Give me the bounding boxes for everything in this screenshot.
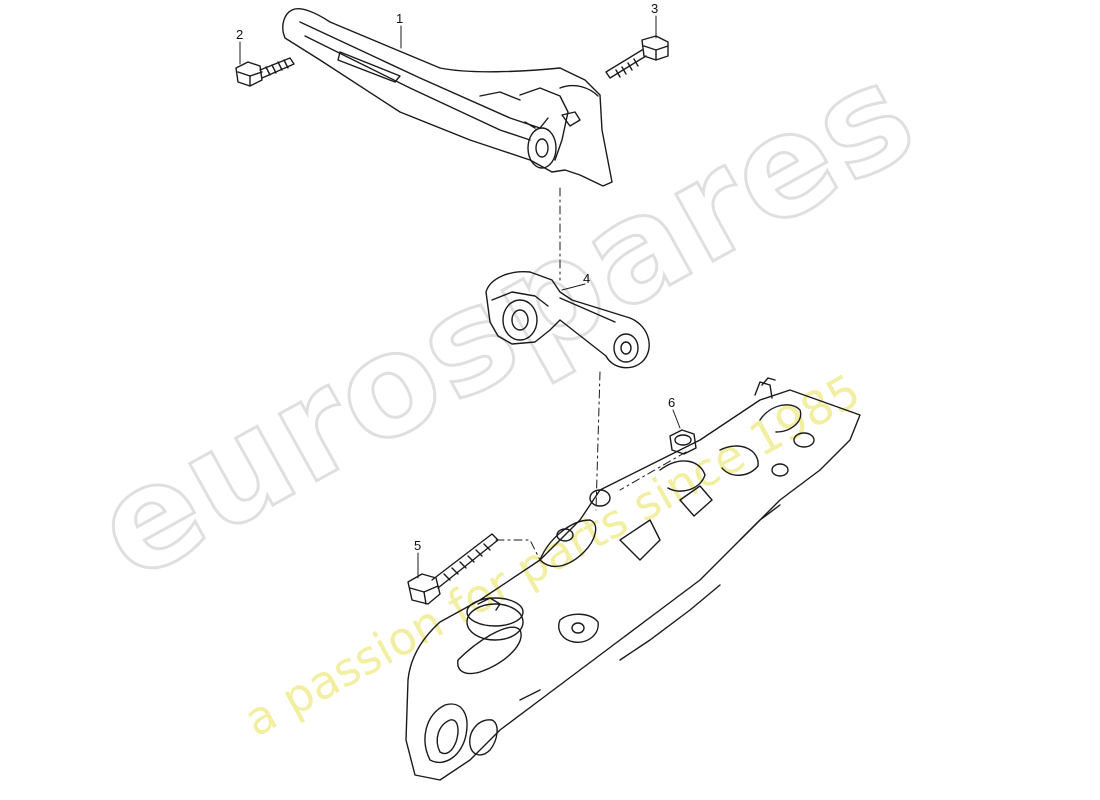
leader-lines: [239, 15, 681, 579]
callout-5: 5: [414, 538, 422, 553]
assembly-lines: [495, 187, 687, 561]
callout-1: 1: [396, 11, 404, 26]
callout-4: 4: [583, 271, 591, 286]
callout-3: 3: [651, 1, 659, 16]
gearbox-housing: [405, 377, 861, 781]
bracket-part-1[interactable]: [282, 8, 613, 187]
nut-part-6[interactable]: [669, 429, 697, 455]
bolt-part-2[interactable]: [235, 57, 295, 87]
bolt-part-3[interactable]: [605, 35, 669, 79]
callout-2: 2: [236, 27, 244, 42]
callout-6: 6: [668, 395, 676, 410]
strut-part-4[interactable]: [485, 271, 650, 369]
bolt-part-5[interactable]: [407, 533, 499, 605]
